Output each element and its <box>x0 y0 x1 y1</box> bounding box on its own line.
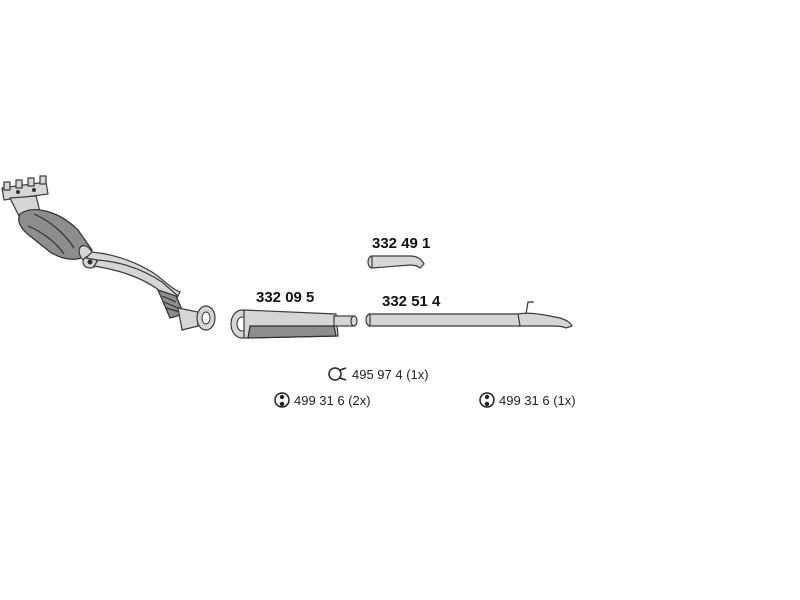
middle-muffler: 332 09 5 <box>230 289 358 339</box>
manifold-flange <box>1 175 49 201</box>
rubber-hanger-icon <box>274 392 290 408</box>
front-pipe-catalytic-converter <box>1 175 216 331</box>
tail-pipe-part-number: 332 51 4 <box>382 293 441 310</box>
accessory-clamp: 495 97 4 (1x) <box>328 367 429 382</box>
tail-pipe: 332 51 4 <box>365 293 573 329</box>
clamp-ring-icon <box>328 367 347 381</box>
hanger-left-label: 499 31 6 (2x) <box>294 393 371 408</box>
rear-flange <box>177 305 216 331</box>
catalytic-converter <box>18 209 94 263</box>
hanger-right-label: 499 31 6 (1x) <box>499 393 576 408</box>
accessory-hanger-left: 499 31 6 (2x) <box>274 392 371 408</box>
connector-pipe: 332 49 1 <box>367 235 430 269</box>
muffler-part-number: 332 09 5 <box>256 289 314 306</box>
connector-pipe-part-number: 332 49 1 <box>372 235 430 252</box>
clamp-label: 495 97 4 (1x) <box>352 367 429 382</box>
accessory-hanger-right: 499 31 6 (1x) <box>479 392 576 408</box>
rubber-hanger-icon <box>479 392 495 408</box>
